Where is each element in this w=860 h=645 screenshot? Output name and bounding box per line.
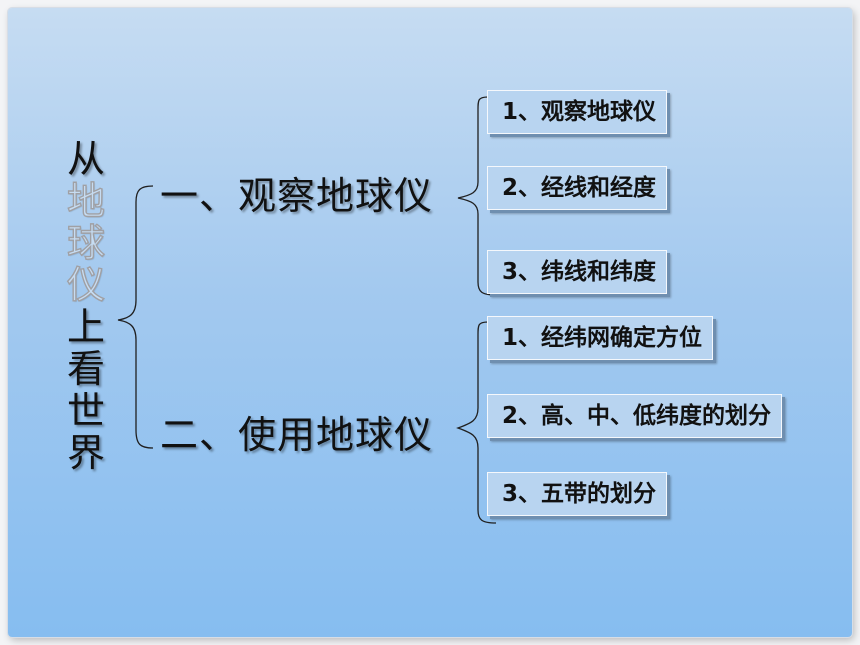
title-char: 上 [66,305,105,349]
section-2-item-2: 2、高、中、低纬度的划分 [487,394,783,438]
title-char: 球 [66,221,105,265]
section-1-item-1: 1、观察地球仪 [487,90,668,134]
section-1-brace [457,96,497,296]
title-char: 世 [66,389,105,433]
section-1-item-3: 3、纬线和纬度 [487,250,668,294]
title-char: 仪 [66,263,105,307]
title-char: 从 [66,137,105,181]
title-char: 地 [66,179,105,223]
vertical-title: 从 地 球 仪 上 看 世 界 [60,138,112,474]
section-1-item-2: 2、经线和经度 [487,166,668,210]
main-brace [117,185,154,449]
title-char: 界 [66,431,105,475]
section-2-brace [456,321,497,524]
section-2-heading: 二、使用地球仪 [160,413,434,457]
section-2-item-3: 3、五带的划分 [487,472,668,516]
section-2-item-1: 1、经纬网确定方位 [487,316,714,360]
title-char: 看 [66,347,105,391]
section-1-heading: 一、观察地球仪 [160,174,434,218]
